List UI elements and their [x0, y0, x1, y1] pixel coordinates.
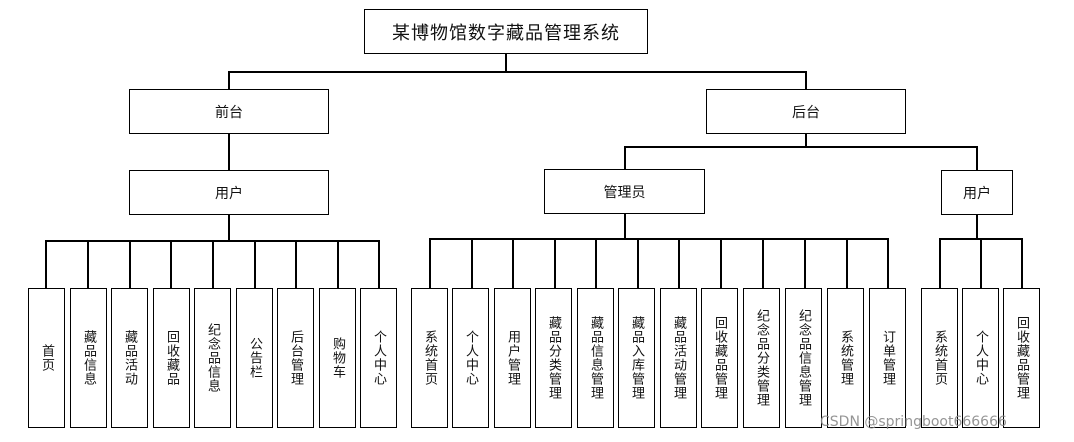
connector-line	[554, 238, 556, 288]
module-node: 首页	[28, 288, 65, 428]
connector-line	[429, 238, 889, 240]
module-node: 个人中心	[962, 288, 999, 428]
connector-line	[804, 238, 806, 288]
module-node: 藏品活动	[111, 288, 148, 428]
connector-line	[637, 238, 639, 288]
connector-line	[129, 240, 131, 288]
connector-line	[512, 238, 514, 288]
module-node: 纪念品信息管理	[785, 288, 822, 428]
connector-line	[471, 238, 473, 288]
connector-line	[505, 54, 507, 72]
frontend-user-node: 用户	[129, 170, 329, 215]
admin-node: 管理员	[544, 169, 705, 214]
connector-line	[762, 238, 764, 288]
module-node: 个人中心	[360, 288, 397, 428]
connector-line	[805, 71, 807, 89]
connector-line	[976, 146, 978, 170]
connector-line	[87, 240, 89, 288]
module-node: 订单管理	[869, 288, 906, 428]
connector-line	[429, 238, 431, 288]
connector-line	[720, 238, 722, 288]
module-node: 藏品信息管理	[577, 288, 614, 428]
connector-line	[595, 238, 597, 288]
connector-line	[45, 240, 47, 288]
module-node: 纪念品信息	[194, 288, 231, 428]
watermark: CSDN @springboot666666	[820, 414, 1007, 430]
connector-line	[228, 71, 230, 89]
connector-line	[624, 146, 626, 169]
system-title-node: 某博物馆数字藏品管理系统	[364, 9, 648, 54]
connector-line	[887, 238, 889, 288]
connector-line	[678, 238, 680, 288]
module-node: 公告栏	[236, 288, 273, 428]
connector-line	[337, 240, 339, 288]
connector-line	[624, 146, 978, 148]
module-node: 个人中心	[452, 288, 489, 428]
module-node: 藏品信息	[70, 288, 107, 428]
connector-line	[980, 238, 982, 288]
connector-line	[228, 134, 230, 170]
module-node: 藏品活动管理	[660, 288, 697, 428]
connector-line	[1021, 238, 1023, 288]
connector-line	[378, 240, 380, 288]
module-node: 藏品入库管理	[618, 288, 655, 428]
module-node: 系统首页	[411, 288, 448, 428]
backend-user-node: 用户	[941, 170, 1013, 215]
module-node: 回收藏品	[153, 288, 190, 428]
connector-line	[624, 214, 626, 239]
backend-node: 后台	[706, 89, 906, 134]
connector-line	[805, 134, 807, 147]
frontend-node: 前台	[129, 89, 329, 134]
connector-line	[295, 240, 297, 288]
module-node: 系统管理	[827, 288, 864, 428]
module-node: 用户管理	[494, 288, 531, 428]
connector-line	[976, 215, 978, 239]
module-node: 后台管理	[277, 288, 314, 428]
connector-line	[212, 240, 214, 288]
module-node: 纪念品分类管理	[743, 288, 780, 428]
module-node: 藏品分类管理	[535, 288, 572, 428]
connector-line	[228, 71, 806, 73]
connector-line	[846, 238, 848, 288]
connector-line	[170, 240, 172, 288]
connector-line	[254, 240, 256, 288]
module-node: 回收藏品管理	[701, 288, 738, 428]
connector-line	[228, 215, 230, 240]
module-node: 购物车	[319, 288, 356, 428]
module-node: 系统首页	[921, 288, 958, 428]
connector-line	[939, 238, 941, 288]
module-node: 回收藏品管理	[1003, 288, 1040, 428]
